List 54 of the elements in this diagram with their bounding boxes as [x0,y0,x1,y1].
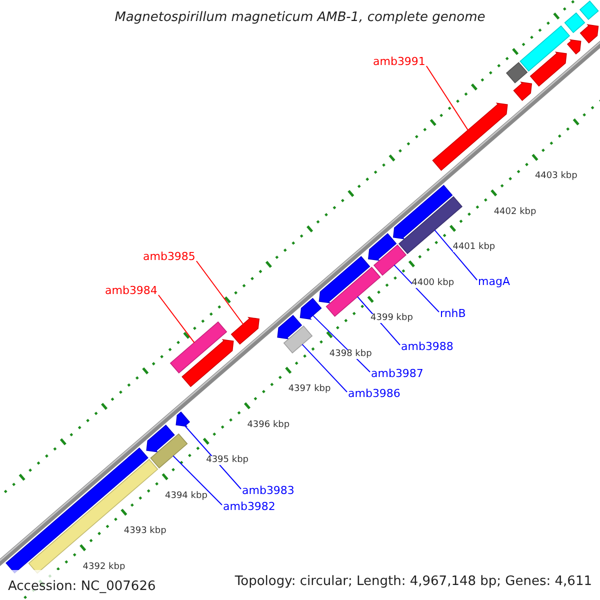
gene-label: amb3986 [348,388,400,399]
title: Magnetospirillum magneticum AMB-1, complete genome [114,11,486,24]
tick-label: 4399 kbp [370,314,413,324]
leader-line [196,260,244,325]
gene-block [283,326,313,354]
gene-block [579,0,599,20]
gene-block [176,412,190,427]
gene-block [566,39,582,55]
gene-block [300,298,322,320]
gene-block [580,24,599,44]
tick-label: 4394 kbp [165,492,208,501]
leader-line [434,230,478,280]
gene-label: amb3983 [242,485,294,496]
accession-text: Accession: NC_007626 [8,579,156,594]
tick-label: 4398 kbp [329,350,372,359]
tick-label: 4396 kbp [247,420,290,430]
gene-label: amb3987 [371,368,424,379]
gene-block [392,184,453,240]
gene-block [182,339,234,388]
gene-block [373,244,407,276]
gene-label: amb3988 [401,341,454,352]
gene-label: amb3991 [373,56,426,67]
leader-line [394,264,440,312]
gene-block [277,314,302,340]
gene-block [170,321,228,374]
gene-block [368,233,397,261]
tick-label: 4400 kbp [412,278,454,288]
gene-label: amb3982 [223,501,276,512]
gene-block [530,52,567,87]
gene-label: amb3984 [105,285,158,296]
gene-block [230,316,260,345]
tick-label: 4397 kbp [288,385,331,394]
leader-line [158,294,195,344]
leader-line [184,425,242,490]
tick-label: 4395 kbp [206,456,248,466]
gene-block [318,256,370,304]
gene-block [432,102,508,171]
gene-label: amb3985 [143,251,196,262]
gene-label: rnhB [440,308,466,319]
leader-line [172,455,222,506]
tick-label: 4401 kbp [452,243,496,252]
tick-label: 4403 kbp [534,172,578,182]
leader-line [302,344,348,392]
gene-block [520,25,570,72]
genome-info-text: Topology: circular; Length: 4,967,148 bp; Genes: 4,611 [234,575,592,588]
gene-label: magA [478,276,510,287]
leader-line [426,66,468,131]
gene-block [146,424,175,452]
gene-block [506,62,528,84]
tick-label: 4402 kbp [494,208,536,217]
gene-block [564,12,586,34]
tick-label: 4393 kbp [124,527,166,536]
gene-block [150,433,188,468]
gene-block [513,82,532,101]
